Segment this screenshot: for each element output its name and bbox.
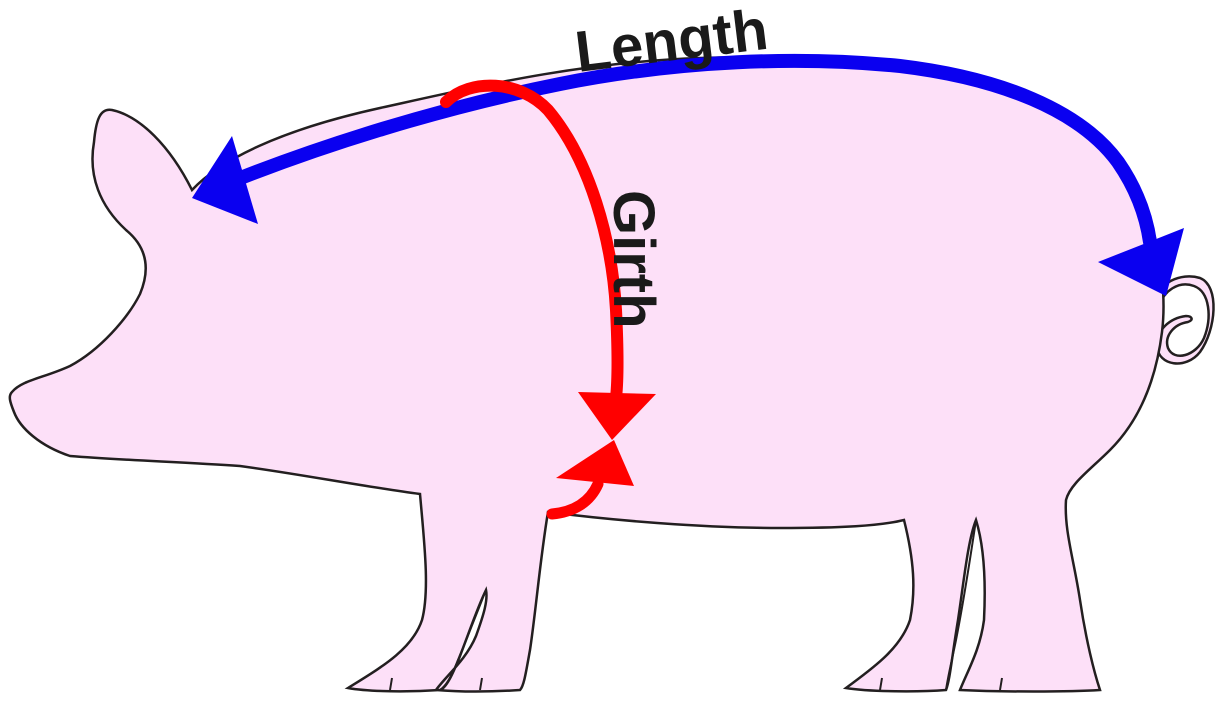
pig-tail — [1153, 275, 1215, 365]
girth-arrow-bottom-arc — [546, 478, 604, 520]
length-arrow-icon — [192, 53, 1184, 296]
girth-arrow-icon — [440, 79, 656, 520]
girth-arrow-head-down — [578, 392, 656, 440]
length-arrow-head-right — [1098, 228, 1184, 296]
pig-silhouette-icon — [8, 56, 1215, 693]
girth-arrow-head-up — [556, 440, 634, 486]
girth-arrow-top-arc — [440, 79, 624, 404]
length-arrow-shaft — [221, 53, 1157, 249]
front-leg-divider — [439, 589, 487, 691]
pig-body — [8, 56, 1165, 693]
hoof-lines — [389, 677, 1003, 691]
girth-label: Girth — [601, 190, 666, 329]
back-leg-divider — [945, 519, 977, 691]
length-arrow-head-left — [192, 136, 258, 224]
